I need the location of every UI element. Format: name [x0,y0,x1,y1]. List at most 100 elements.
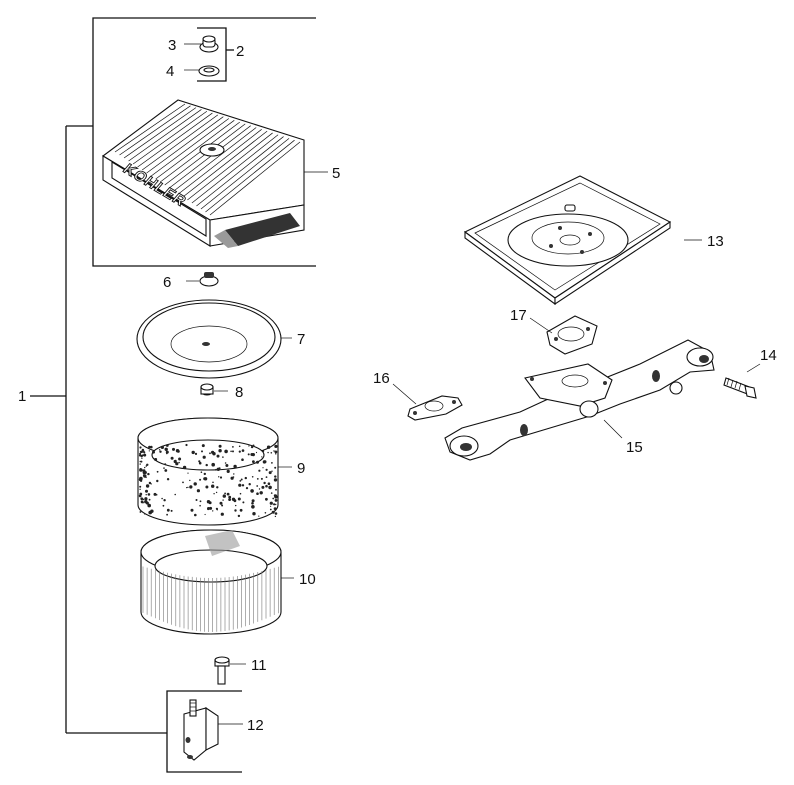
foam-texture-dot [263,481,266,485]
callout-labels: 1 2 3 4 5 6 7 8 9 10 11 12 13 14 15 16 1… [18,37,777,734]
callout-4: 4 [166,63,174,80]
foam-texture-dot [234,509,237,512]
foam-texture-dot [142,501,144,504]
foam-texture-dot [245,487,249,490]
foam-texture-dot [139,452,142,455]
foam-texture-dot [235,504,237,507]
foam-texture-dot [143,453,147,457]
foam-texture-dot [139,494,141,496]
foam-texture-dot [162,504,165,507]
callout-7: 7 [297,331,305,348]
foam-texture-dot [139,446,142,449]
foam-texture-dot [202,455,206,459]
foam-texture-dot [164,463,167,466]
foam-texture-dot [150,445,153,449]
foam-texture-dot [241,449,245,452]
foam-texture-dot [275,488,277,491]
cover-rib [146,116,224,174]
foam-texture-dot [140,497,144,501]
part-9-precleaner [137,417,292,526]
foam-texture-dot [165,450,169,454]
foam-texture-dot [144,513,146,515]
foam-texture-dot [186,487,188,489]
foam-texture-dot [145,465,148,467]
foam-texture-dot [251,502,254,505]
foam-texture-dot [189,479,191,482]
foam-texture-dot [230,450,232,453]
callout-12: 12 [247,717,264,734]
cover-rib [191,134,279,204]
part-14-bolt [723,363,761,399]
foam-texture-dot [204,513,206,516]
foam-texture-dot [274,452,277,454]
foam-texture-dot [237,514,241,518]
foam-texture-dot [222,499,224,501]
foam-texture-dot [198,460,201,463]
foam-texture-dot [267,482,271,486]
foam-texture-dot [266,445,271,449]
part-8-seal [200,383,228,396]
part-15-intake-manifold [444,339,715,461]
foam-texture-dot [178,461,180,464]
callout-2: 2 [236,43,244,60]
foam-texture-dot [207,508,210,511]
foam-texture-dot [258,469,261,472]
callout-11: 11 [251,657,267,674]
foam-texture-dot [238,483,242,487]
foam-texture-dot [153,492,157,496]
foam-texture-dot [224,492,227,495]
foam-texture-dot [160,445,164,449]
foam-texture-dot [241,484,245,487]
foam-texture-dot [265,468,268,471]
foam-texture-dot [221,504,224,507]
foam-texture-dot [218,476,220,478]
callout-5: 5 [332,165,340,182]
foam-texture-dot [239,480,242,482]
foam-texture-dot [144,466,146,469]
cover-rib [132,110,208,165]
foam-texture-dot [194,452,198,455]
foam-texture-dot [170,509,173,512]
foam-texture-dot [148,481,152,485]
foam-texture-dot [256,478,259,480]
foam-texture-dot [163,499,166,502]
foam-texture-dot [158,449,161,451]
foam-texture-dot [191,450,195,455]
foam-texture-dot [203,477,207,481]
foam-texture-dot [262,467,264,469]
foam-texture-dot [155,458,157,461]
foam-texture-dot [225,464,229,467]
foam-texture-dot [138,454,142,457]
foam-texture-dot [205,463,208,467]
foam-texture-dot [250,489,254,493]
foam-texture-dot [143,474,147,478]
foam-texture-dot [261,485,265,489]
cover-rib [160,121,240,183]
foam-texture-dot [224,462,227,464]
foam-texture-dot [139,485,142,488]
foam-texture-dot [270,452,273,454]
foam-texture-dot [238,497,240,500]
foam-texture-dot [211,450,215,454]
foam-texture-dot [252,444,255,447]
cover-rib [196,136,284,207]
foam-texture-dot [273,507,277,510]
subassembly-bracket-2 [197,27,234,82]
foam-texture-dot [212,481,214,484]
foam-texture-dot [144,497,148,501]
foam-texture-dot [139,468,143,472]
foam-texture-dot [187,472,189,474]
foam-texture-dot [156,479,159,483]
foam-texture-dot [144,500,148,504]
foam-texture-dot [145,484,150,488]
foam-texture-dot [265,476,268,478]
foam-texture-dot [260,477,263,480]
foam-texture-dot [226,469,230,473]
foam-texture-dot [275,503,277,506]
foam-texture-dot [161,497,163,500]
foam-texture-dot [185,443,188,447]
foam-texture-dot [163,467,165,469]
foam-texture-dot [152,450,155,454]
foam-texture-dot [218,444,222,448]
